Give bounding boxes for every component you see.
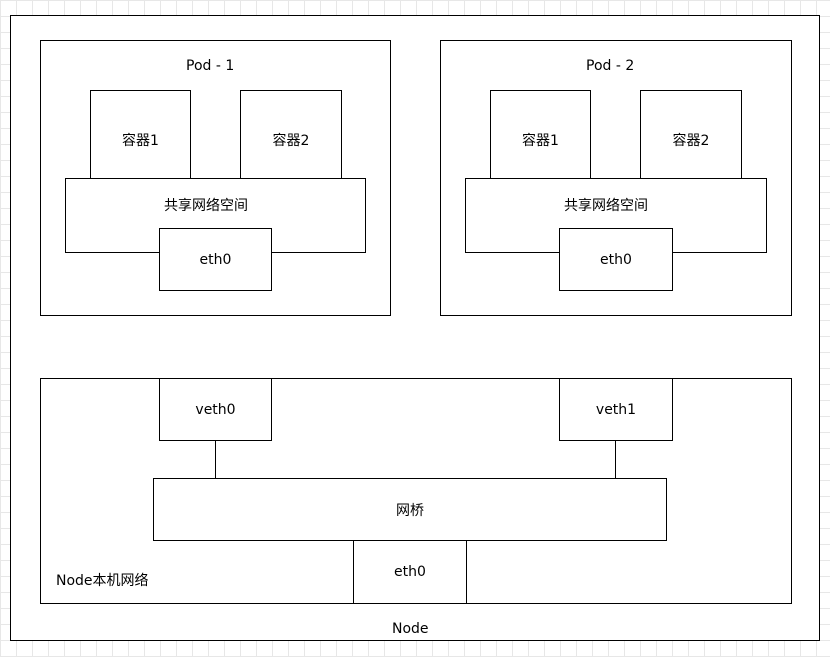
veth1: veth1 bbox=[559, 378, 673, 441]
node-label: Node bbox=[392, 621, 429, 637]
node-network-label: Node本机网络 bbox=[56, 573, 149, 589]
pod-2-container-1-label: 容器1 bbox=[522, 133, 559, 149]
pod-2-container-2: 容器2 bbox=[640, 90, 742, 190]
veth0-bridge-connector bbox=[215, 440, 216, 478]
node-eth0: eth0 bbox=[353, 540, 467, 604]
veth0-label: veth0 bbox=[195, 401, 236, 418]
pod-2-eth0-label: eth0 bbox=[600, 251, 632, 268]
pod-2-title: Pod - 2 bbox=[586, 58, 635, 74]
veth1-label: veth1 bbox=[595, 401, 637, 418]
pod-2-container-2-label: 容器2 bbox=[672, 133, 710, 149]
veth1-bridge-connector bbox=[615, 440, 616, 478]
node-eth0-label: eth0 bbox=[394, 564, 426, 580]
bridge: 网桥 bbox=[153, 478, 667, 541]
pod-2-container-1: 容器1 bbox=[490, 90, 591, 190]
bridge-label: 网桥 bbox=[396, 502, 424, 519]
pod-1-container-1-label: 容器1 bbox=[122, 133, 159, 149]
pod-1-eth0-label: eth0 bbox=[199, 251, 232, 268]
pod-1-shared-namespace-label: 共享网络空间 bbox=[164, 198, 248, 214]
pod-1-container-2: 容器2 bbox=[240, 90, 342, 190]
veth0: veth0 bbox=[159, 378, 272, 441]
pod-1-eth0: eth0 bbox=[159, 228, 272, 291]
pod-2-eth0: eth0 bbox=[559, 228, 673, 291]
pod-1-container-1: 容器1 bbox=[90, 90, 191, 190]
pod-2-shared-namespace-label: 共享网络空间 bbox=[564, 198, 648, 214]
pod-1-title: Pod - 1 bbox=[186, 58, 235, 74]
pod-1-container-2-label: 容器2 bbox=[272, 133, 310, 149]
